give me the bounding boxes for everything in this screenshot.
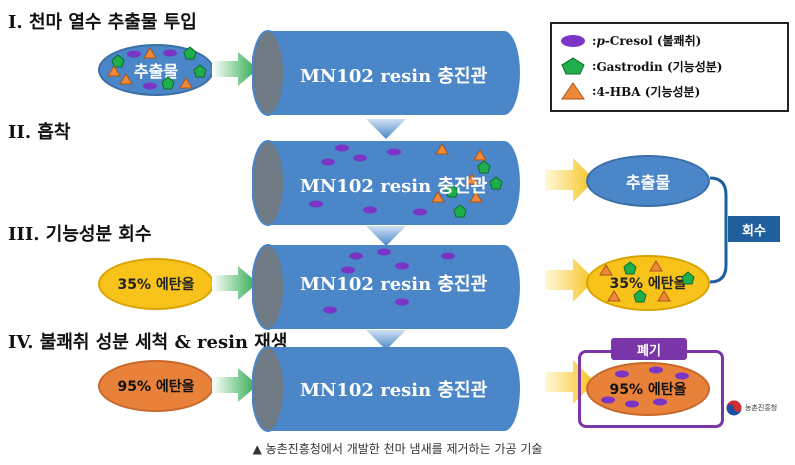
orange-triangle-icon — [561, 82, 585, 100]
down-arrow-icon — [366, 226, 406, 246]
column-3-label: MN102 resin 충진관 — [300, 274, 488, 295]
taegeuk-logo-icon — [726, 400, 742, 416]
ethanol-95-input-ellipse: 95% 에탄올 — [98, 360, 214, 412]
output-molecules — [599, 260, 695, 303]
resin-column-3 — [252, 244, 520, 330]
resin-column-2 — [252, 140, 520, 226]
green-arrow-icon — [212, 52, 258, 86]
legend-item-p-cresol: : p-Cresol (불쾌취) — [560, 32, 701, 49]
yellow-arrow-icon — [545, 158, 595, 202]
recover-tag: 회수 — [728, 216, 780, 242]
resin-column-4 — [252, 346, 520, 432]
extract-output-label: 추출물 — [625, 173, 671, 192]
ethanol-95-output-ellipse: 95% 에탄올 — [586, 362, 710, 416]
ethanol-95-output-label: 95% 에탄올 — [609, 382, 687, 398]
discard-tag: 폐기 — [611, 338, 687, 360]
legend-item-gastrodin: : Gastrodin (기능성분) — [560, 57, 722, 75]
down-arrow-icon — [366, 330, 406, 350]
column-1-label: MN102 resin 충진관 — [300, 66, 488, 87]
figure-caption: ▲ 농촌진흥청에서 개발한 천마 냄새를 제거하는 가공 기술 — [252, 442, 543, 456]
step-3-title: III. 기능성분 회수 — [8, 224, 152, 245]
recover-bracket — [709, 176, 728, 284]
purple-blob-icon — [561, 34, 585, 47]
green-arrow-icon — [212, 368, 258, 402]
legend: : p-Cresol (불쾌취) : Gastrodin (기능성분) : 4-… — [550, 22, 789, 112]
step-1-title: I. 천마 열수 추출물 투입 — [8, 12, 197, 33]
extract-output-ellipse: 추출물 — [586, 155, 710, 207]
input-molecules — [107, 46, 207, 90]
ethanol-35-output-label: 35% 에탄올 — [609, 276, 687, 292]
yellow-arrow-icon — [545, 360, 595, 404]
step-2-title: II. 흡착 — [8, 122, 71, 143]
rda-logo: 농촌진흥청 — [726, 400, 777, 416]
ethanol-95-input-label: 95% 에탄올 — [117, 379, 195, 395]
column-2-label: MN102 resin 충진관 — [300, 176, 488, 197]
green-pentagon-icon — [561, 57, 585, 75]
ethanol-35-input-label: 35% 에탄올 — [117, 277, 195, 293]
legend-item-4hba: : 4-HBA (기능성분) — [560, 82, 700, 100]
yellow-arrow-icon — [545, 258, 595, 302]
logo-text: 농촌진흥청 — [745, 404, 778, 412]
green-arrow-icon — [212, 266, 258, 300]
ethanol-35-input-ellipse: 35% 에탄올 — [98, 258, 214, 310]
resin-column-1 — [252, 30, 520, 116]
extract-input-label: 추출물 — [133, 62, 179, 81]
column-4-label: MN102 resin 충진관 — [300, 380, 488, 401]
down-arrow-icon — [366, 119, 406, 139]
discard-molecules — [601, 366, 689, 408]
step-4-title: IV. 불쾌취 성분 세척 & resin 재생 — [8, 332, 288, 353]
